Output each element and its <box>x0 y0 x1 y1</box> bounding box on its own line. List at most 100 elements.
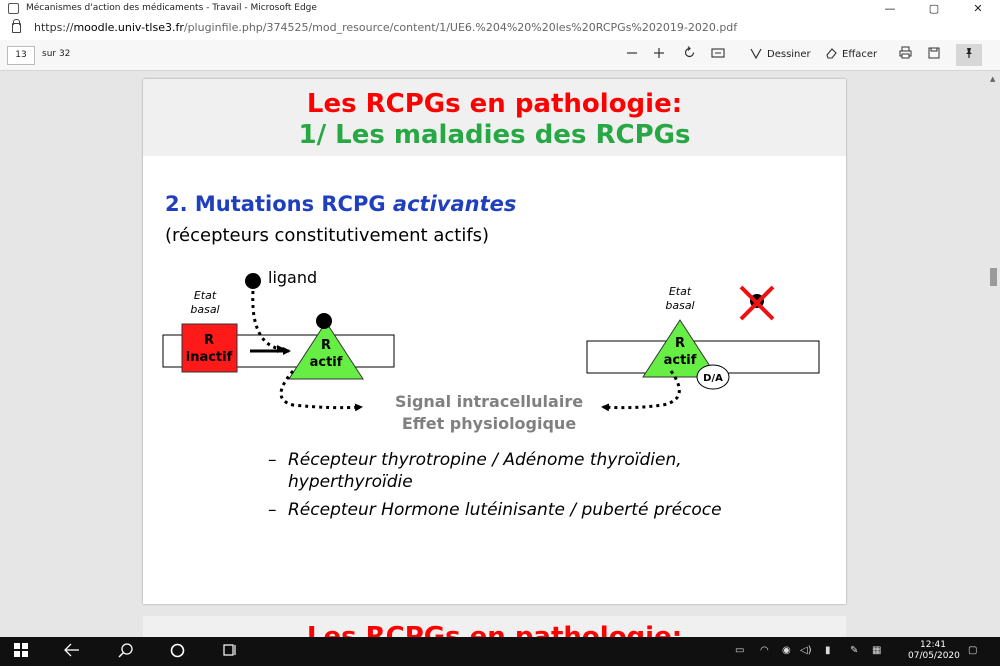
receptor-diagram: R inactif Etat basal ligand R actif Sign… <box>162 268 820 433</box>
rotate-button[interactable] <box>679 45 699 65</box>
receptor-constitutive-triangle <box>642 319 718 378</box>
section-heading-italic: activantes <box>392 192 517 216</box>
page-total-label: sur 32 <box>42 49 71 59</box>
close-button[interactable]: ✕ <box>973 2 983 15</box>
edge-browser-icon <box>8 3 19 14</box>
start-button[interactable] <box>14 643 28 661</box>
search-icon <box>118 643 133 658</box>
eraser-icon <box>826 48 837 59</box>
mic-icon[interactable]: ▮ <box>825 645 831 656</box>
clock-time: 12:41 <box>920 640 946 650</box>
etat-basal-left-1: Etat <box>194 289 217 302</box>
window-title: Mécanismes d'action des médicaments - Tr… <box>26 3 317 13</box>
search-button[interactable] <box>118 643 133 662</box>
wifi-icon[interactable]: ◠ <box>760 645 769 656</box>
back-button[interactable] <box>64 643 80 661</box>
signal-arrow-right <box>601 370 681 412</box>
page-number-input[interactable]: 13 <box>7 46 35 65</box>
fit-width-icon <box>711 48 725 58</box>
arrow-left-icon <box>64 643 79 657</box>
etat-basal-left-2: basal <box>190 303 219 316</box>
receptor-inactive-label-1: R <box>204 333 214 348</box>
etat-basal-right-1: Etat <box>669 285 692 298</box>
receptor-inactive-box <box>181 323 238 373</box>
vpn-icon[interactable]: ◉ <box>782 645 791 656</box>
draw-button[interactable] <box>748 45 764 65</box>
ligand-dot <box>245 273 261 289</box>
examples-list: –Récepteur thyrotropine / Adénome thyroï… <box>268 449 722 521</box>
receptor-inactive-label-2: inactif <box>186 350 233 365</box>
slide-header: Les RCPGs en pathologie: 1/ Les maladies… <box>143 79 846 156</box>
printer-icon <box>899 46 911 59</box>
erase-label[interactable]: Effacer <box>842 49 878 60</box>
pen-workspace-icon[interactable]: ✎ <box>850 645 859 656</box>
section-heading: 2. Mutations RCPG activantes <box>165 192 516 216</box>
zoom-in-button[interactable] <box>649 45 669 65</box>
vertical-scrollbar[interactable]: ▲ <box>987 71 1000 637</box>
da-mutation-label: D/A <box>703 373 723 384</box>
rotate-icon <box>684 46 694 58</box>
windows-taskbar: ▭ ◠ ◉ ◁) ▮ ✎ ▦ 12:41 07/05/2020 ▢ <box>0 637 1000 666</box>
zoom-out-button[interactable] <box>622 45 642 65</box>
etat-basal-right-2: basal <box>665 299 694 312</box>
pdf-toolbar: 13 sur 32 Dessiner Effacer <box>0 40 1000 71</box>
erase-button[interactable] <box>823 45 839 65</box>
windows-logo-icon <box>14 643 28 657</box>
notifications-icon[interactable]: ▢ <box>968 645 978 656</box>
address-bar[interactable]: https://moodle.univ-tlse3.fr/pluginfile.… <box>0 18 1000 40</box>
section-subtitle: (récepteurs constitutivement actifs) <box>165 225 490 246</box>
ligand-label: ligand <box>268 268 317 287</box>
window-titlebar: Mécanismes d'action des médicaments - Tr… <box>0 0 1000 18</box>
slide-subtitle: 1/ Les maladies des RCPGs <box>298 120 691 150</box>
url-prefix: https:// <box>34 21 74 34</box>
pen-icon <box>750 48 762 60</box>
minus-icon <box>627 52 637 54</box>
pin-toolbar-button[interactable] <box>956 44 982 66</box>
clock-date: 07/05/2020 <box>908 651 960 661</box>
print-button[interactable] <box>896 45 914 65</box>
task-view-button[interactable] <box>222 643 238 661</box>
list-item-line1: Récepteur Hormone lutéinisante / puberté… <box>288 500 722 520</box>
scroll-up-icon[interactable]: ▲ <box>990 75 996 83</box>
bullet-dash: – <box>268 500 277 520</box>
cross-mark-2 <box>739 285 775 321</box>
signal-label-2: Effet physiologique <box>402 414 576 433</box>
window-controls: — ▢ ✕ <box>868 0 1000 18</box>
draw-label[interactable]: Dessiner <box>767 49 811 60</box>
slide-title: Les RCPGs en pathologie: <box>306 89 683 119</box>
lock-icon <box>12 19 21 33</box>
list-item-line2: hyperthyroïdie <box>288 472 413 492</box>
fit-page-button[interactable] <box>708 45 728 65</box>
list-item: –Récepteur Hormone lutéinisante / pubert… <box>268 499 722 521</box>
list-item-line1: Récepteur thyrotropine / Adénome thyroïd… <box>288 450 682 470</box>
signal-arrow-left <box>279 370 363 412</box>
receptor-active-label-1: R <box>321 338 331 353</box>
signal-label-1: Signal intracellulaire <box>395 392 583 411</box>
bound-ligand-dot <box>316 313 332 329</box>
maximize-button[interactable]: ▢ <box>928 2 940 15</box>
bullet-dash: – <box>268 450 277 470</box>
cortana-button[interactable] <box>170 643 185 662</box>
receptor-active-label-2: actif <box>310 355 343 370</box>
receptor-constitutive-label-1: R <box>675 336 685 351</box>
minimize-button[interactable]: — <box>884 2 896 15</box>
list-item: –Récepteur thyrotropine / Adénome thyroï… <box>268 449 722 493</box>
da-mutation-circle <box>696 364 730 390</box>
pin-icon <box>966 48 972 58</box>
url-host: moodle.univ-tlse3.fr <box>73 21 184 34</box>
cortana-circle-icon <box>170 643 185 658</box>
receptor-active-triangle <box>288 321 364 380</box>
keyboard-icon[interactable]: ▦ <box>872 645 882 656</box>
url-text[interactable]: https://moodle.univ-tlse3.fr/pluginfile.… <box>34 21 737 34</box>
volume-icon[interactable]: ◁) <box>800 645 812 656</box>
scrollbar-thumb[interactable] <box>990 268 997 286</box>
url-path: /pluginfile.php/374525/mod_resource/cont… <box>183 21 738 34</box>
battery-icon[interactable]: ▭ <box>735 645 745 656</box>
section-heading-plain: 2. Mutations RCPG <box>165 192 393 216</box>
plus-icon <box>654 48 664 58</box>
save-icon <box>928 47 940 59</box>
receptor-constitutive-label-2: actif <box>664 353 697 368</box>
taskbar-clock[interactable]: 12:41 07/05/2020 <box>908 640 960 662</box>
task-view-icon <box>223 644 236 656</box>
save-button[interactable] <box>925 45 943 65</box>
